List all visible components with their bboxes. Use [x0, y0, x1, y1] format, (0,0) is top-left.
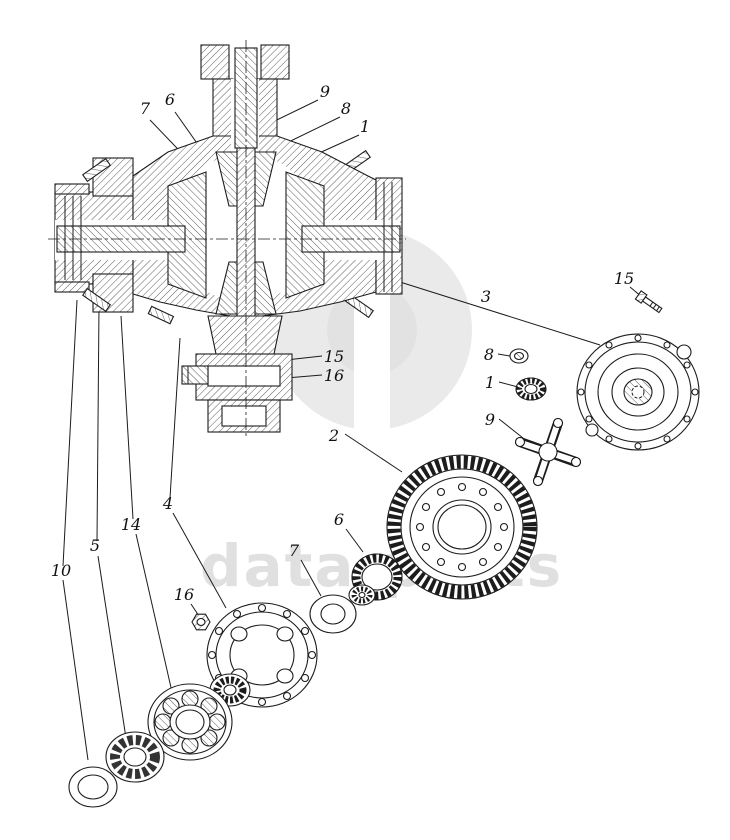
bracket-bolt	[181, 365, 209, 385]
cross-section-assembly	[48, 40, 406, 436]
flange-lug	[676, 344, 692, 360]
spider-pin-section	[236, 137, 256, 319]
callout-label-15-bolt: 15	[614, 269, 634, 288]
callout-label-6-mid: 6	[334, 510, 344, 529]
callout-label-10: 10	[51, 561, 71, 580]
leader-line	[169, 337, 181, 499]
stud-top-left	[82, 157, 112, 183]
ring-gear-part-2	[386, 454, 538, 600]
callout-label-14: 14	[121, 515, 141, 534]
nut-part-16	[191, 613, 211, 631]
callout-label-4: 4	[162, 494, 173, 513]
callout-label-6: 6	[165, 90, 175, 109]
leader-line	[62, 579, 89, 761]
top-cap-left	[200, 44, 230, 80]
seal-ring-part-10	[68, 766, 118, 808]
leader-line	[399, 281, 601, 346]
leader-line	[498, 381, 519, 388]
callout-label-8-right: 8	[484, 345, 494, 364]
callout-label-7: 7	[140, 99, 151, 118]
callout-label-16-mid: 16	[324, 366, 344, 385]
hub-gear-part-6	[348, 553, 403, 606]
ring-gear-bolt-holes	[415, 482, 509, 572]
leader-line	[300, 559, 322, 597]
callout-label-5: 5	[90, 536, 100, 555]
flange-lug	[585, 423, 599, 437]
bottom-block-bore	[221, 405, 267, 427]
spider-part-9	[514, 417, 582, 487]
callout-label-2: 2	[328, 426, 339, 445]
leader-line	[62, 299, 78, 567]
cup-half-part-4	[206, 602, 318, 708]
cup-window	[230, 626, 248, 642]
leader-line	[96, 305, 100, 542]
callout-label-3: 3	[481, 287, 491, 306]
cup-window	[276, 668, 294, 684]
callout-label-1: 1	[360, 117, 370, 136]
leader-line	[135, 533, 173, 693]
washer-part-8	[509, 348, 529, 364]
tube-end-flange-bottom	[54, 281, 90, 293]
bevel-gear-part-1	[515, 377, 547, 401]
callout-label-9: 9	[320, 82, 330, 101]
callout-label-16-left: 16	[174, 585, 194, 604]
flange-bolt-holes	[577, 334, 699, 450]
leader-line	[497, 353, 511, 357]
leader-line	[172, 512, 227, 609]
washer-part-7	[309, 594, 357, 634]
leader-line	[120, 315, 134, 520]
callout-label-7-mid: 7	[289, 541, 300, 560]
differential-cup-part-3	[576, 333, 700, 451]
leader-line	[498, 418, 524, 439]
leader-line	[345, 528, 364, 553]
callout-labels: 7 6 9 8 1 3 15 16 2 15 8 1 9 6 7 4 14 5 …	[51, 82, 634, 604]
cup-window	[276, 626, 294, 642]
callout-label-1-right: 1	[485, 373, 495, 392]
bottom-neck	[207, 315, 283, 355]
neck-wall-left	[212, 78, 234, 138]
top-cap-right	[260, 44, 290, 80]
stud-bottom-left	[82, 287, 112, 313]
callout-label-8: 8	[341, 99, 351, 118]
bearing-part-14	[147, 683, 233, 761]
callout-label-9-right: 9	[485, 410, 495, 429]
leader-line	[97, 555, 127, 739]
bracket-bore	[207, 365, 281, 387]
tube-end-flange-top	[54, 183, 90, 195]
neck-wall-right	[256, 78, 278, 138]
leader-line	[344, 433, 403, 473]
callout-label-15-mid: 15	[324, 347, 344, 366]
bolt-part-15	[634, 290, 663, 314]
stud-bottom-left-2	[147, 305, 175, 325]
bearing-cone-part-5	[105, 731, 165, 783]
